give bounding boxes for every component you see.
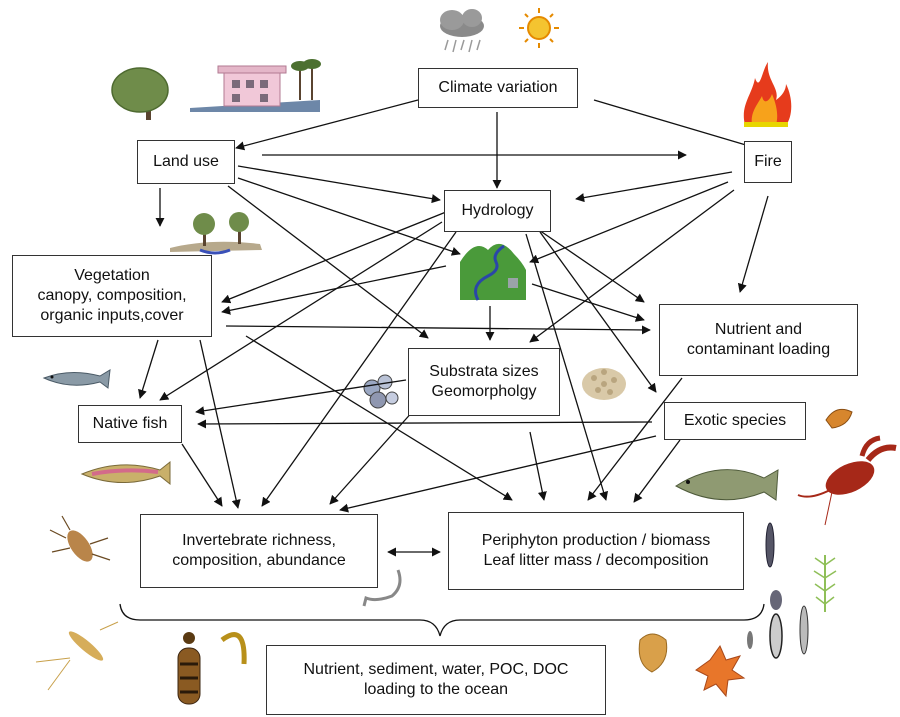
snail-icon (825, 408, 853, 429)
caddisfly-icon (177, 632, 201, 705)
insect-larva-icon (49, 515, 111, 562)
node-ocean-loading: Nutrient, sediment, water, POC, DOC load… (266, 645, 606, 715)
fire-label: Fire (754, 153, 782, 170)
arrow-nutrient-periphyton (587, 377, 683, 501)
arrow-exotic-periphyton (633, 439, 681, 503)
node-fire: Fire (744, 141, 792, 183)
fire-icon (743, 62, 792, 127)
arrow-vegetation-nativefish (138, 339, 159, 399)
arrow-fire-watershed (529, 181, 729, 264)
algae-icon (813, 555, 837, 612)
nutrient-line-2: contaminant loading (686, 341, 831, 358)
vegetation-line-2: canopy, composition, (37, 287, 187, 304)
node-land-use: Land use (137, 140, 235, 184)
arrow-hydrology-exotic (539, 231, 657, 393)
fish-icon (42, 369, 111, 389)
tree-icon (111, 67, 169, 120)
arrow-fire-hydrology (575, 171, 733, 203)
node-substrata: Substrata sizes Geomorpholgy (408, 348, 560, 416)
ocean-brace (119, 603, 765, 637)
nativefish-label: Native fish (92, 415, 168, 432)
arrow-landuse-watershed (237, 177, 461, 256)
climate-label: Climate variation (438, 79, 558, 96)
arrow-vegetation-nutrient (225, 325, 651, 335)
arrows (138, 99, 769, 513)
landuse-label: Land use (153, 153, 219, 170)
invert-line-2: composition, abundance (172, 552, 346, 569)
crayfish-icon (797, 435, 897, 526)
arrow-exotic-invert (339, 435, 657, 513)
trout-icon (80, 460, 171, 486)
arrow-landuse-substrata (227, 185, 429, 339)
arrow-vegetation-periphyton (245, 335, 513, 501)
arrow-hydrology-nutrient (535, 227, 645, 303)
node-invertebrate: Invertebrate richness, composition, abun… (140, 514, 378, 588)
arrow-climate-fire (593, 99, 757, 151)
arrow-watershed-vegetation (221, 265, 447, 315)
riparian-trees-icon (170, 212, 262, 255)
gravel-icon (582, 368, 626, 400)
mayfly-icon (35, 621, 119, 691)
nutrient-line-1: Nutrient and (714, 321, 803, 338)
sun-icon (519, 8, 559, 48)
worm-icon (220, 569, 402, 665)
arrow-fire-substrata (529, 189, 735, 343)
house-icon (190, 59, 321, 112)
arrow-substrata-invert (329, 409, 415, 505)
periphyton-line-1: Periphyton production / biomass (481, 532, 711, 549)
arrow-nativefish-invert (181, 443, 223, 507)
substrata-line-2: Geomorpholgy (431, 383, 537, 400)
periphyton-line-2: Leaf litter mass / decomposition (483, 552, 709, 569)
ocean-line-1: Nutrient, sediment, water, POC, DOC (303, 661, 569, 678)
invert-line-1: Invertebrate richness, (182, 532, 336, 549)
arrow-watershed-nutrient (531, 283, 645, 322)
node-native-fish: Native fish (78, 405, 182, 443)
arrow-hydrology-vegetation (221, 211, 447, 304)
vegetation-line-1: Vegetation (74, 267, 150, 284)
arrow-hydrology-periphyton (525, 233, 608, 501)
arrow-substrata-periphyton (529, 431, 547, 501)
rain-cloud-icon (440, 9, 484, 53)
node-nutrient-loading: Nutrient and contaminant loading (659, 304, 858, 376)
arrow-exotic-nativefish (197, 419, 653, 429)
bass-icon (675, 469, 779, 501)
vegetation-line-3: organic inputs,cover (40, 307, 184, 324)
arrow-hydrology-invert (261, 231, 457, 507)
diatom-icon (747, 522, 809, 659)
exotic-label: Exotic species (683, 412, 787, 429)
watershed-icon (460, 243, 526, 301)
node-climate-variation: Climate variation (418, 68, 578, 108)
arrow-climate-landuse (235, 99, 419, 151)
node-vegetation: Vegetation canopy, composition, organic … (12, 255, 212, 337)
arrow-landuse-hydrology (237, 165, 441, 204)
rocks-icon (363, 374, 399, 409)
arrow-fire-nutrient (737, 195, 769, 293)
node-periphyton: Periphyton production / biomass Leaf lit… (448, 512, 744, 590)
node-exotic-species: Exotic species (664, 402, 806, 440)
leaf-icon (638, 633, 746, 698)
substrata-line-1: Substrata sizes (429, 363, 539, 380)
arrow-substrata-nativefish (195, 379, 407, 416)
node-hydrology: Hydrology (444, 190, 551, 232)
hydrology-label: Hydrology (461, 202, 534, 219)
ocean-line-2: loading to the ocean (363, 681, 509, 698)
